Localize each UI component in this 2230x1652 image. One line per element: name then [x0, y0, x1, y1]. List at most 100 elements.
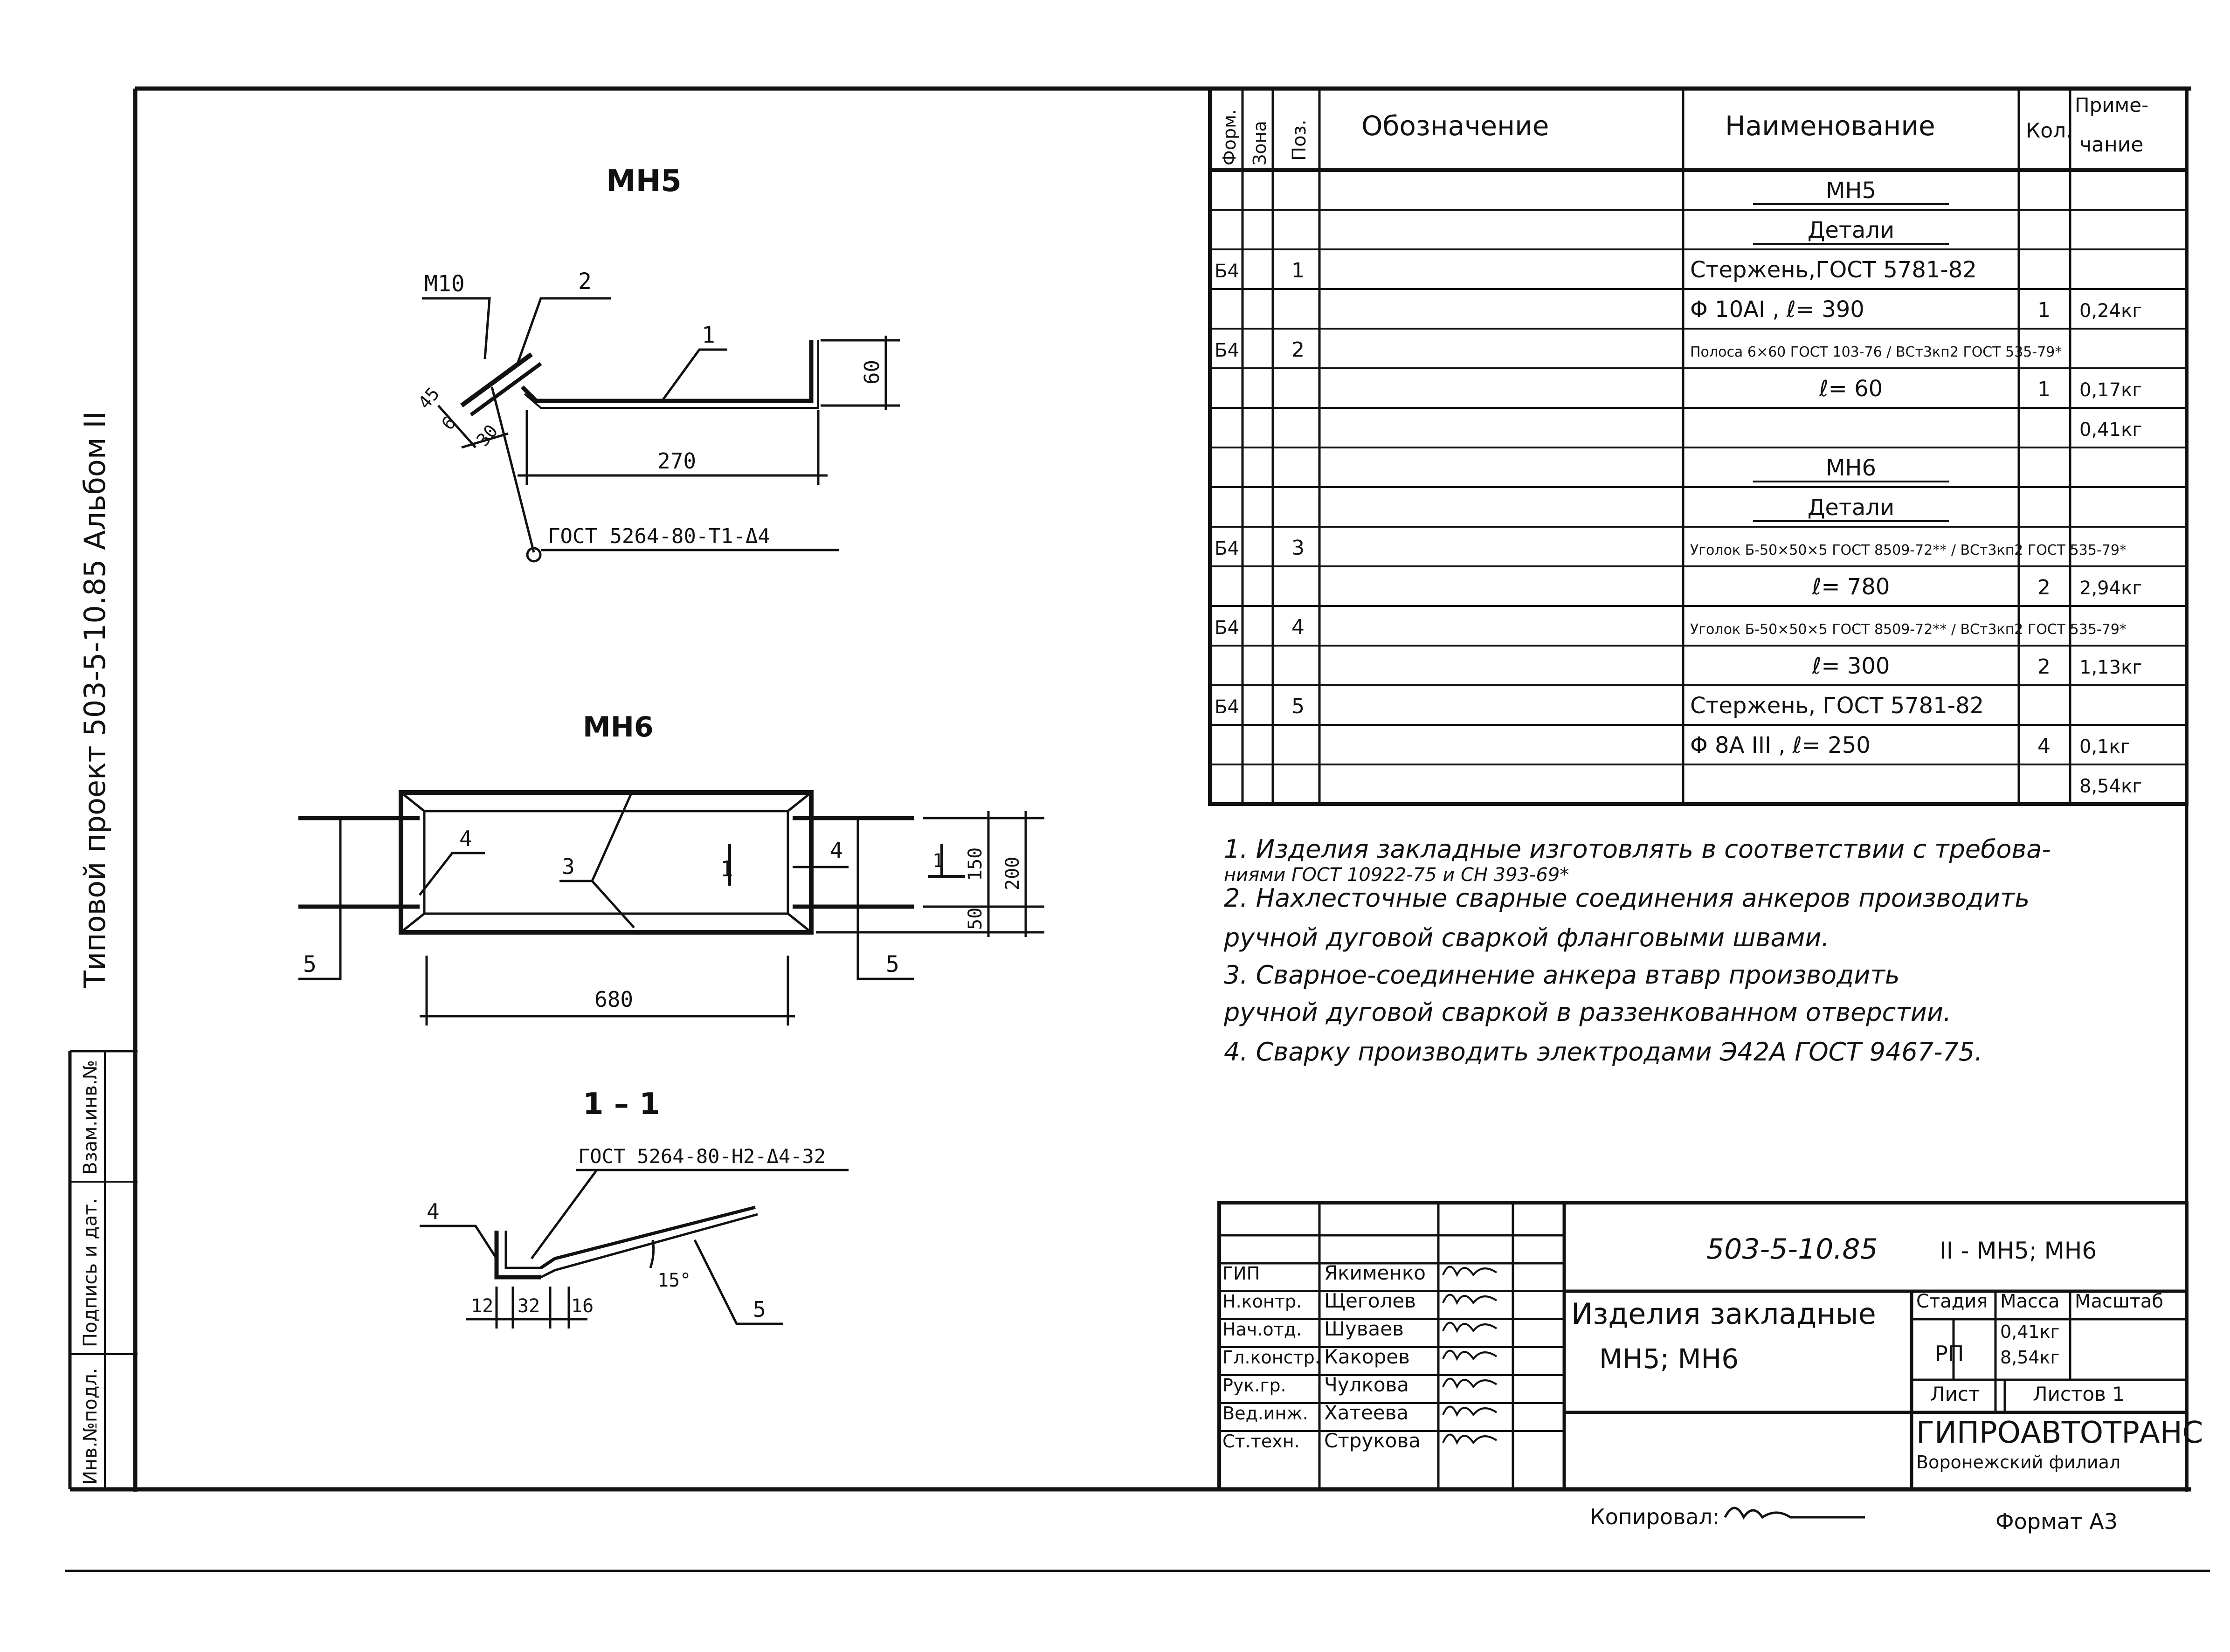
spec-row: МН5	[1753, 178, 1949, 205]
signature-mark	[1442, 1349, 1498, 1361]
spec-cell-format: Б4	[1215, 617, 1239, 639]
spec-row: Б4 3 Уголок Б-50×50×5 ГОСТ 8509-72** / ВСт…	[1215, 536, 2126, 560]
tb-title-1: Изделия закладные	[1571, 1297, 1876, 1331]
signer-role: Рук.гр.	[1222, 1375, 1286, 1396]
spec-cell-note: 2,94кг	[2079, 578, 2142, 599]
spec-cell-pos: 3	[1291, 536, 1305, 560]
spec-cell-note: 0,1кг	[2079, 736, 2130, 757]
spec-header-note-2: чание	[2079, 133, 2143, 157]
spec-table: Форм. Зона Поз. Обозначение Наименование…	[1208, 87, 2189, 806]
side-stamp: Типовой проект 503-5-10.85 Альбом II Инв…	[68, 411, 138, 1489]
spec-cell-note: 8,54кг	[2079, 776, 2142, 797]
notes: 1. Изделия закладные изготовлять в соотв…	[1223, 834, 2051, 1067]
spec-row: ℓ= 780 2 2,94кг	[1812, 574, 2142, 600]
mh6-dim-50: 50	[965, 908, 986, 930]
tb-stage-label: Стадия	[1916, 1291, 1988, 1312]
signature-mark	[1442, 1405, 1498, 1417]
tb-mass-1: 0,41кг	[2000, 1322, 2060, 1342]
signer-role: Вед.инж.	[1222, 1403, 1308, 1424]
spec-cell-name: МН6	[1826, 455, 1876, 481]
spec-row: 8,54кг	[2079, 776, 2142, 797]
spec-cell-note: 0,24кг	[2079, 300, 2142, 322]
spec-header-note-1: Приме-	[2075, 94, 2148, 117]
spec-cell-name: Φ 8A III , ℓ= 250	[1690, 732, 1871, 758]
side-cell-sign: Подпись и дат.	[80, 1198, 101, 1347]
section-dim-12: 12	[471, 1295, 493, 1317]
signature-mark	[1442, 1433, 1498, 1445]
spec-row: МН6	[1753, 455, 1949, 482]
spec-cell-name: Полоса 6×60 ГОСТ 103-76 / ВСт3кп2 ГОСТ 5…	[1690, 344, 2062, 360]
note-line: 2. Нахлесточные сварные соединения анкер…	[1224, 883, 2030, 913]
spec-cell-name: МН5	[1826, 178, 1876, 204]
view-mh5: МН5 М10 2 1 60 270 45 6 30 ГОСТ 5264-80	[414, 164, 900, 563]
mh6-dim-150: 150	[965, 847, 986, 881]
spec-cell-format: Б4	[1215, 538, 1239, 559]
spec-header-designation: Обозначение	[1361, 110, 1549, 142]
spec-cell-format: Б4	[1215, 340, 1239, 361]
footer-format: Формат А3	[1995, 1509, 2118, 1534]
spec-cell-format: Б4	[1215, 696, 1239, 718]
note-line: 1. Изделия закладные изготовлять в соотв…	[1224, 834, 2051, 864]
signer-role: Нач.отд.	[1222, 1319, 1302, 1340]
note-line: ручной дуговой сваркой фланговыми швами.	[1223, 923, 1830, 952]
section-title: 1 – 1	[583, 1087, 660, 1122]
signer-name: Якименко	[1324, 1261, 1426, 1284]
mh5-dim-270: 270	[657, 448, 696, 474]
note-line: 3. Сварное-соединение анкера втавр произ…	[1224, 960, 1900, 990]
signer-name: Шуваев	[1324, 1317, 1404, 1340]
spec-cell-name: Уголок Б-50×50×5 ГОСТ 8509-72** / ВСт3кп…	[1690, 542, 2126, 558]
signature-mark	[1442, 1377, 1498, 1389]
mh5-dim-45: 45	[414, 383, 443, 413]
note-line: 4. Сварку производить электродами Э42А Г…	[1224, 1037, 1982, 1067]
mh5-dim-30: 30	[472, 420, 502, 450]
mh6-leader-4-left: 4	[459, 826, 472, 851]
side-cell-zam: Взам.инв.№	[80, 1060, 101, 1175]
spec-cell-name: ℓ= 780	[1812, 574, 1890, 600]
tb-title-2: МН5; МН6	[1599, 1343, 1739, 1375]
tb-sheet-label: Лист	[1930, 1383, 1980, 1405]
signer-name: Какорев	[1324, 1345, 1410, 1368]
spec-cell-name: Детали	[1808, 217, 1894, 243]
mh5-weld-note: ГОСТ 5264-80-Т1-Δ4	[548, 524, 770, 548]
spec-header-format: Форм.	[1219, 109, 1240, 165]
section-dim-32: 32	[518, 1295, 540, 1317]
mh6-title: МН6	[583, 711, 654, 743]
view-section-1-1: 1 – 1 ГОСТ 5264-80-Н2-Δ4-32 4 5 15° 12 3…	[420, 1087, 849, 1328]
mh6-leader-4-right: 4	[830, 838, 843, 863]
spec-row: Φ 8A III , ℓ= 250 4 0,1кг	[1690, 732, 2130, 758]
tb-scale-label: Масштаб	[2075, 1291, 2163, 1312]
tb-stage: РП	[1935, 1341, 1964, 1366]
tb-sheets-label: Листов 1	[2033, 1383, 2125, 1405]
side-cell-inv: Инв.№подл.	[80, 1368, 101, 1485]
mh6-label-5-right: 5	[886, 951, 899, 977]
spec-cell-qty: 4	[2037, 734, 2050, 758]
mh5-dim-60: 60	[860, 360, 884, 385]
mh6-section-mark-right: 1	[932, 850, 944, 872]
spec-cell-qty: 2	[2037, 576, 2050, 599]
signer-name: Струкова	[1324, 1429, 1421, 1452]
mh5-leader-1: 1	[702, 322, 715, 348]
note-line: ниями ГОСТ 10922-75 и СН 393-69*	[1224, 864, 1569, 886]
spec-cell-name: Уголок Б-50×50×5 ГОСТ 8509-72** / ВСт3кп…	[1690, 621, 2126, 638]
spec-row: 0,41кг	[2079, 419, 2142, 441]
signer-role: ГИП	[1222, 1263, 1260, 1284]
note-line: ручной дуговой сваркой в раззенкованном …	[1223, 998, 1951, 1027]
section-leader-5: 5	[753, 1297, 766, 1322]
spec-header-zone: Зона	[1250, 121, 1270, 165]
tb-mass-label: Масса	[2000, 1291, 2060, 1312]
mh5-leader-m10: М10	[424, 271, 465, 297]
spec-cell-name: Детали	[1808, 495, 1894, 521]
mh5-leader-2: 2	[578, 268, 592, 295]
spec-cell-pos: 1	[1291, 259, 1305, 282]
spec-cell-qty: 1	[2037, 298, 2050, 322]
spec-cell-name: Φ 10AI , ℓ= 390	[1690, 296, 1864, 323]
tb-doc-code: 503-5-10.85	[1706, 1233, 1878, 1266]
section-weld-note: ГОСТ 5264-80-Н2-Δ4-32	[578, 1145, 826, 1168]
side-stamp-text: Типовой проект 503-5-10.85 Альбом II	[78, 411, 112, 989]
